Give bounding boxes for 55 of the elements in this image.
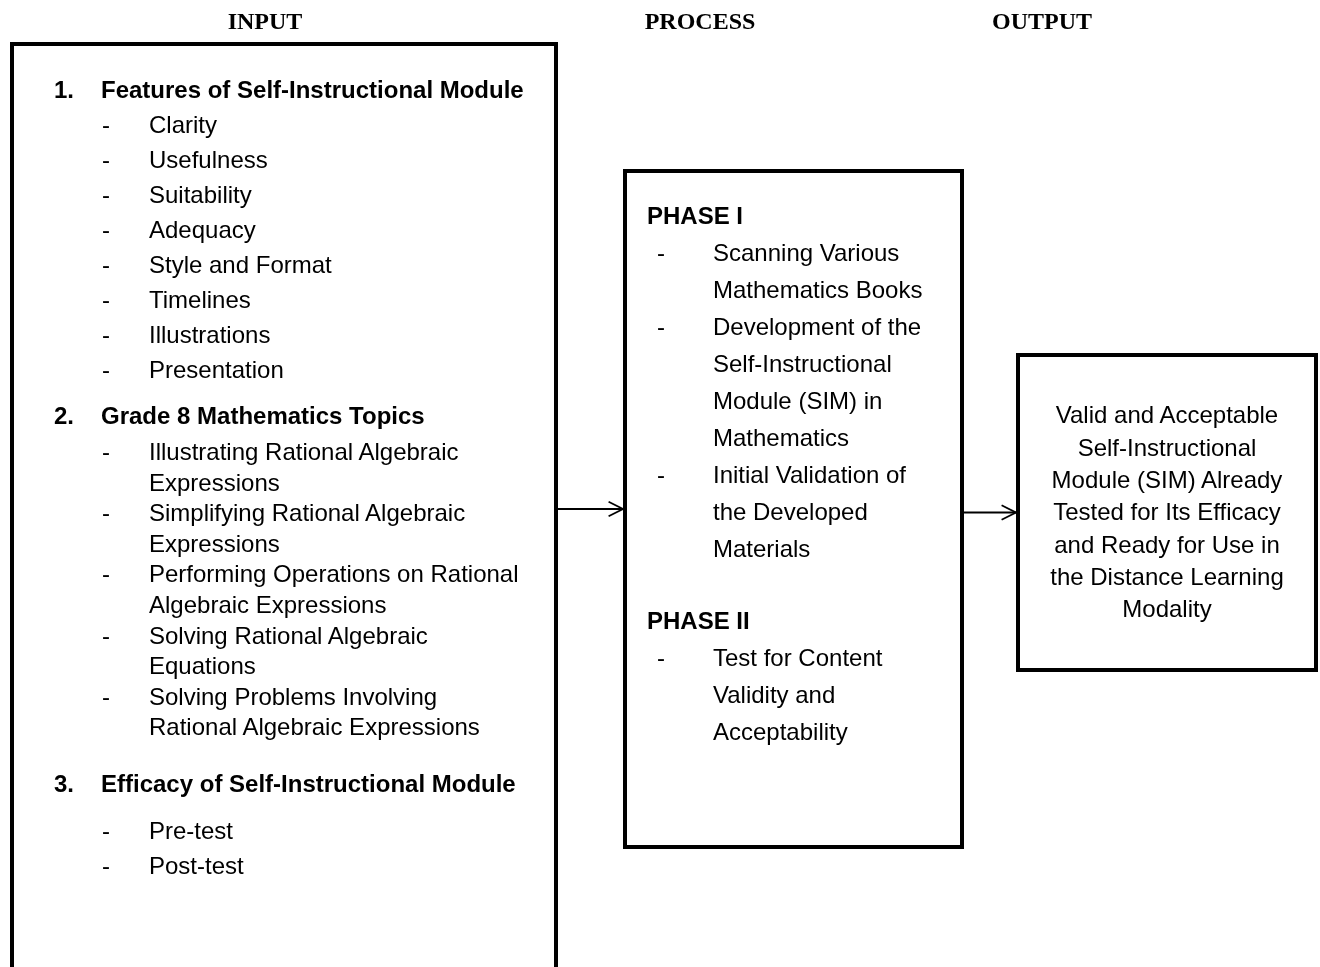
bullet-dash: - bbox=[657, 238, 666, 268]
bullet-dash: - bbox=[102, 816, 111, 847]
list-item: Performing Operations on Rational Algebraic Expressions bbox=[149, 559, 520, 620]
bullet-dash: - bbox=[102, 437, 111, 467]
list-item: Adequacy bbox=[149, 215, 257, 245]
bullet-dash: - bbox=[102, 355, 111, 385]
section-heading: Features of Self-Instructional Module bbox=[101, 75, 524, 105]
list-item: Development of the Self-Instructional Module (SIM) in Mathematics bbox=[713, 312, 923, 453]
list-item: Simplifying Rational Algebraic Expressions bbox=[149, 498, 467, 559]
list-number: 3. bbox=[54, 768, 75, 799]
bullet-dash: - bbox=[102, 559, 111, 590]
list-item: Scanning Various Mathematics Books bbox=[713, 238, 924, 305]
bullet-dash: - bbox=[102, 681, 111, 712]
bullet-dash: - bbox=[102, 285, 111, 315]
bullet-dash: - bbox=[102, 620, 111, 651]
section-heading: Grade 8 Mathematics Topics bbox=[101, 401, 426, 431]
bullet-dash: - bbox=[102, 250, 111, 280]
bullet-dash: - bbox=[102, 180, 111, 210]
list-item: Post-test bbox=[149, 851, 245, 882]
column-heading: OUTPUT bbox=[992, 8, 1092, 35]
arrow bbox=[963, 504, 1017, 521]
column-heading: INPUT bbox=[227, 8, 303, 35]
section-heading: PHASE II bbox=[647, 606, 751, 636]
list-item: Illustrations bbox=[149, 320, 272, 350]
list-number: 1. bbox=[54, 75, 75, 105]
list-item: Usefulness bbox=[149, 145, 269, 175]
list-item: Initial Validation of the Developed Materials bbox=[713, 460, 907, 564]
list-item: Clarity bbox=[149, 110, 218, 140]
bullet-dash: - bbox=[657, 460, 666, 490]
bullet-dash: - bbox=[657, 312, 666, 342]
bullet-dash: - bbox=[102, 320, 111, 350]
column-heading: PROCESS bbox=[644, 8, 756, 35]
input-box bbox=[10, 42, 558, 967]
bullet-dash: - bbox=[657, 643, 666, 673]
bullet-dash: - bbox=[102, 851, 111, 882]
arrow bbox=[557, 500, 624, 518]
bullet-dash: - bbox=[102, 110, 111, 140]
list-item: Timelines bbox=[149, 285, 252, 315]
output-box bbox=[1016, 353, 1318, 672]
output-text: Valid and Acceptable Self-Instructional Module (SIM) Already Tested for Its Efficacy and Ready for Use in the Distance Learning Modality bbox=[1049, 400, 1285, 625]
section-heading: Efficacy of Self-Instructional Module bbox=[101, 768, 517, 799]
list-item: Style and Format bbox=[149, 250, 333, 280]
list-item: Pre-test bbox=[149, 816, 235, 847]
bullet-dash: - bbox=[102, 498, 111, 529]
section-heading: PHASE I bbox=[647, 201, 745, 231]
bullet-dash: - bbox=[102, 145, 111, 175]
list-item: Test for Content Validity and Acceptability bbox=[713, 643, 884, 747]
list-item: Solving Problems Involving Rational Algebraic Expressions bbox=[149, 681, 481, 743]
list-item: Presentation bbox=[149, 355, 285, 385]
list-item: Illustrating Rational Algebraic Expressions bbox=[149, 437, 460, 498]
list-item: Solving Rational Algebraic Equations bbox=[149, 620, 429, 682]
list-item: Suitability bbox=[149, 180, 253, 210]
bullet-dash: - bbox=[102, 215, 111, 245]
list-number: 2. bbox=[54, 401, 75, 431]
process-box bbox=[623, 169, 964, 849]
